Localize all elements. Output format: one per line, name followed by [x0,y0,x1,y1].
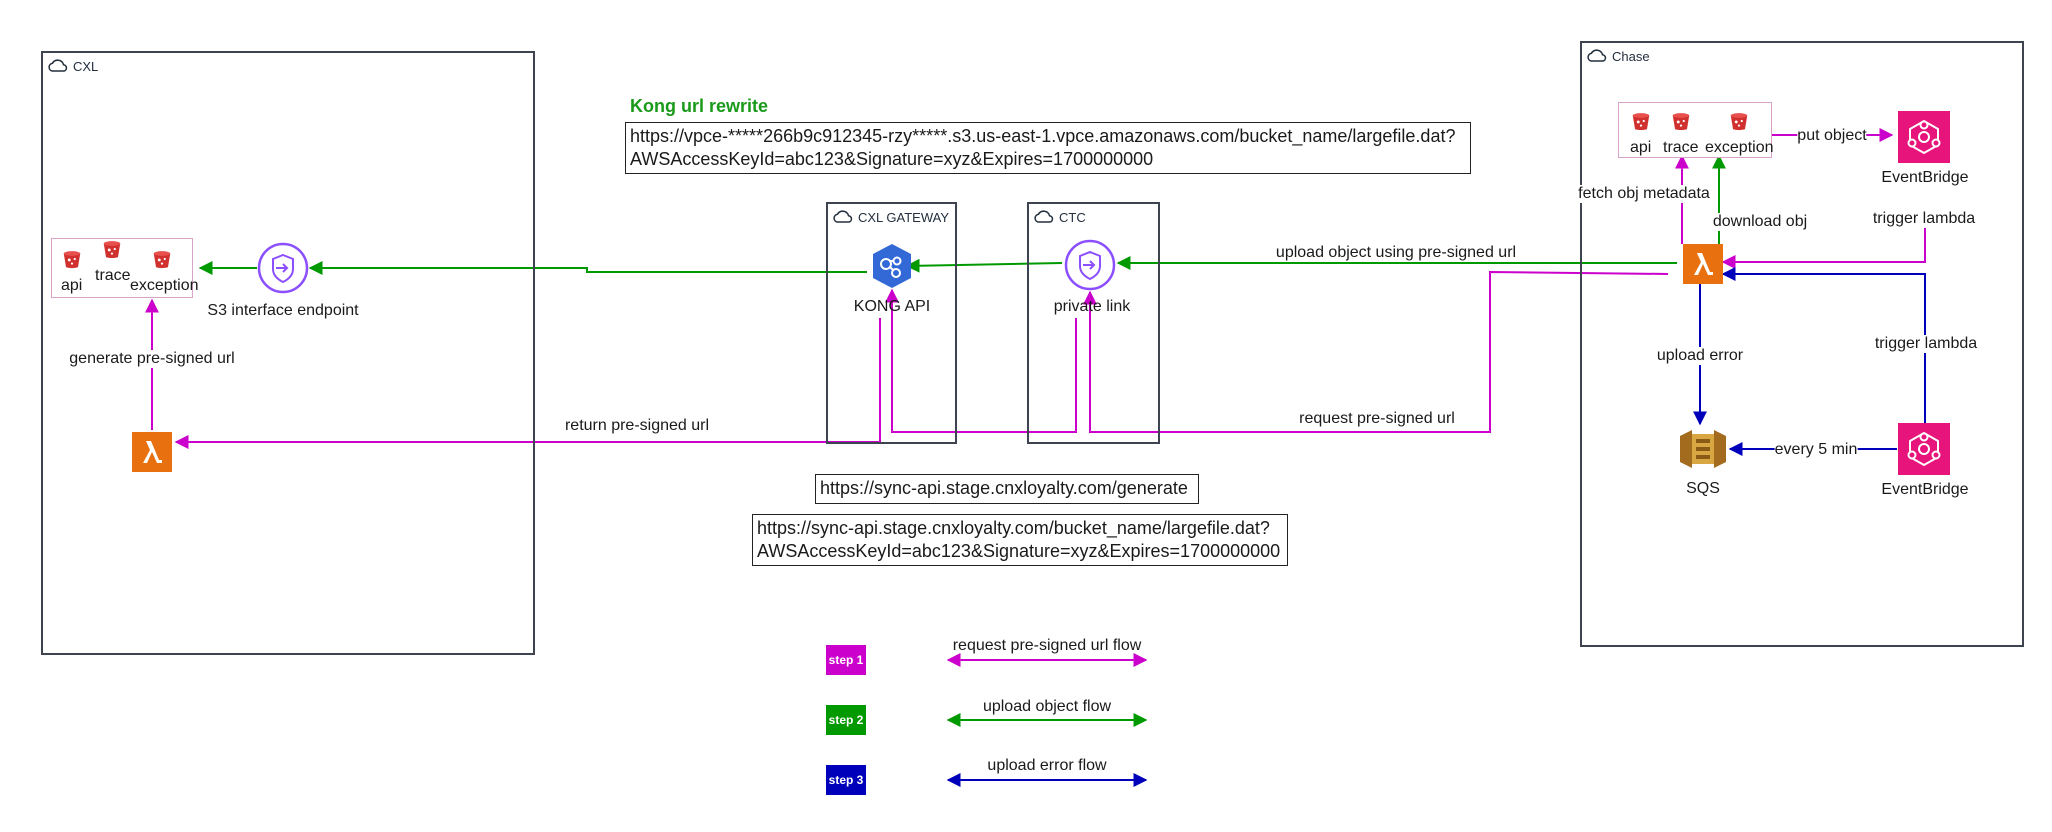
bucket-icon [1630,110,1652,132]
legend-step1-label: request pre-signed url flow [952,637,1142,654]
chase-bucket-label: api [1630,139,1652,156]
bucket-icon [1670,110,1692,132]
ctc-group-title: CTC [1059,210,1086,225]
edge-label-generate-presigned: generate pre-signed url [69,350,235,368]
lambda-icon [132,432,172,472]
kong-rewrite-url-line1: https://vpce-*****266b9c912345-rzy*****.… [630,126,1456,146]
chase-bucket-label: exception [1705,139,1774,156]
edge-label-put-object: put object [1797,127,1867,145]
generate-url-box: https://sync-api.stage.cnxloyalty.com/ge… [815,474,1199,504]
edge-label-trigger-lambda-right: trigger lambda [1874,335,1978,353]
chase-bucket-label: trace [1663,139,1699,156]
cxl-bucket-label: api [61,277,83,294]
cloud-icon [832,208,854,226]
cloud-icon [1033,208,1055,226]
cxl-bucket-group [51,238,193,298]
bucket-icon [151,248,173,270]
bucket-icon [61,248,83,270]
kong-rewrite-url-box: https://vpce-*****266b9c912345-rzy*****.… [625,122,1471,174]
edge-label-every-5-min: every 5 min [1774,441,1858,459]
generate-url-text: https://sync-api.stage.cnxloyalty.com/ge… [820,478,1188,498]
cxl-group-title: CXL [73,59,99,74]
eventbridge-icon [1898,423,1950,475]
legend-step2-label: upload object flow [982,698,1112,715]
edge-privatelink-to-kong [905,258,1063,273]
edge-label-upload-object: upload object using pre-signed url [1275,244,1517,262]
kong-api-icon [868,242,916,290]
lambda-icon [1683,244,1723,284]
edge-label-fetch-metadata: fetch obj metadata [1578,185,1710,203]
kong-api-label: KONG API [853,298,931,315]
bucket-icon [1728,110,1750,132]
sqs-label: SQS [1686,480,1720,497]
legend-step3-label: upload error flow [987,757,1107,774]
private-link-icon [1064,239,1116,291]
edge-request-presigned [1083,270,1669,433]
kong-rewrite-url-line2: AWSAccessKeyId=abc123&Signature=xyz&Expi… [630,149,1154,169]
edge-ctc-to-kong [885,288,1077,433]
edge-label-upload-error: upload error [1656,347,1744,365]
legend-step1-badge: step 1 [826,645,866,675]
cxl-gateway-title: CXL GATEWAY [858,210,950,225]
edge-label-request-presigned: request pre-signed url [1299,410,1455,428]
cxl-group: CXL [41,51,535,655]
eventbridge-bottom-label: EventBridge [1881,481,1969,498]
s3-endpoint-label: S3 interface endpoint [207,302,359,319]
legend-step2-badge: step 2 [826,705,866,735]
chase-group: Chase [1580,41,2024,647]
edge-label-download-obj: download obj [1712,213,1808,231]
cloud-icon [47,57,69,75]
s3-endpoint-icon [257,242,309,294]
ctc-group: CTC [1027,202,1160,444]
edge-label-return-presigned: return pre-signed url [564,417,710,435]
cxl-gateway-group: CXL GATEWAY [826,202,957,444]
kong-rewrite-title: Kong url rewrite [630,96,769,116]
sync-url-line2: AWSAccessKeyId=abc123&Signature=xyz&Expi… [757,541,1281,561]
edge-trigger-lambda-right [1721,267,1926,424]
bucket-icon [101,238,123,260]
cxl-bucket-label: exception [130,277,199,294]
edge-label-trigger-lambda-top: trigger lambda [1872,210,1976,228]
sqs-icon [1676,424,1730,474]
legend-step3-badge: step 3 [826,765,866,795]
edge-trigger-lambda-top [1721,228,1926,269]
private-link-label: private link [1053,298,1131,315]
chase-bucket-group [1618,102,1772,158]
sync-url-box: https://sync-api.stage.cnxloyalty.com/bu… [752,514,1288,566]
eventbridge-icon [1898,111,1950,163]
cloud-icon [1586,47,1608,65]
chase-group-title: Chase [1612,49,1650,64]
cxl-bucket-label: trace [95,267,131,284]
eventbridge-top-label: EventBridge [1881,169,1969,186]
sync-url-line1: https://sync-api.stage.cnxloyalty.com/bu… [757,518,1270,538]
edge-kong-to-endpoint [308,261,867,275]
